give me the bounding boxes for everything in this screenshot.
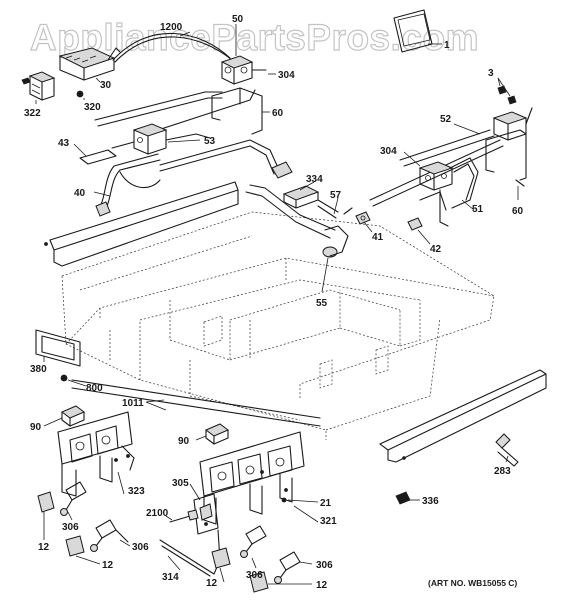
- callout-12-center: 12: [206, 578, 218, 589]
- fitting-43: [79, 149, 117, 165]
- valve-306-left-bottom: [90, 519, 129, 552]
- valve-304-left: [220, 55, 267, 85]
- rail-left: [44, 181, 239, 267]
- gas-line-53: [159, 139, 293, 179]
- pin-283: [495, 433, 519, 467]
- callout-304-right: 304: [380, 146, 397, 157]
- callout-90-center: 90: [178, 436, 190, 447]
- callout-51: 51: [472, 204, 484, 215]
- knob-12-left-bottom: [65, 535, 85, 557]
- valve-306-right: [274, 551, 301, 584]
- callout-55: 55: [316, 298, 328, 309]
- callout-60-left: 60: [272, 108, 284, 119]
- screw-320: [76, 90, 84, 98]
- callout-305: 305: [172, 478, 189, 489]
- gas-line-40: [95, 153, 161, 217]
- knob-12-center: [211, 547, 231, 569]
- callout-30: 30: [100, 80, 112, 91]
- callout-306-center: 306: [246, 570, 263, 581]
- callout-306-left: 306: [62, 522, 79, 533]
- leader-lines: [35, 24, 519, 585]
- knob-12-right: [249, 571, 269, 593]
- bracket-60-left: [211, 87, 263, 135]
- plate-380: [35, 329, 81, 367]
- knob-12-left-top: [37, 491, 55, 513]
- callout-306-right: 306: [316, 560, 333, 571]
- callout-323: 323: [128, 486, 145, 497]
- callout-320: 320: [84, 102, 101, 113]
- callout-57: 57: [330, 190, 342, 201]
- screw-800: [60, 374, 68, 382]
- wire-314: [159, 529, 221, 577]
- fitting-41: [355, 211, 371, 225]
- callout-52: 52: [440, 114, 452, 125]
- screw-21: [281, 497, 287, 503]
- transformer-322: [21, 71, 56, 101]
- art-number: (ART NO. WB15055 C): [428, 578, 517, 588]
- callout-334: 334: [306, 174, 323, 185]
- callout-322: 322: [24, 108, 41, 119]
- callout-283: 283: [494, 466, 511, 477]
- callout-12-right: 12: [316, 580, 328, 591]
- callout-304-top: 304: [278, 70, 295, 81]
- callout-336: 336: [422, 496, 439, 507]
- screw-2100: [169, 509, 199, 523]
- callout-12-left-top: 12: [38, 542, 50, 553]
- bracket-60-right: [485, 129, 527, 187]
- callout-321: 321: [320, 516, 337, 527]
- control-rail-left: [71, 379, 321, 427]
- valve-304-right: [418, 161, 454, 191]
- callout-1: 1: [444, 40, 450, 51]
- watermark: AppliancePartsPros.com: [30, 17, 479, 58]
- spark-module-30: [58, 47, 121, 81]
- callout-380: 380: [30, 364, 47, 375]
- callout-21: 21: [320, 498, 332, 509]
- tube-51: [419, 157, 479, 227]
- wire-harness-1200: [112, 32, 233, 63]
- callout-306-left-bottom: 306: [132, 542, 149, 553]
- clip-90-left: [61, 405, 85, 427]
- valve-cluster-left: [57, 411, 135, 497]
- clip-90-center: [205, 423, 229, 445]
- callout-41: 41: [372, 232, 384, 243]
- callout-43: 43: [58, 138, 70, 149]
- callout-1200: 1200: [160, 22, 183, 33]
- valve-assembly-left: [111, 123, 211, 155]
- callout-2100: 2100: [146, 508, 169, 519]
- callout-labels: 1200 50 1 304 322 30 320 60 3 52 43 53 3…: [24, 14, 524, 591]
- callout-90-left: 90: [30, 422, 42, 433]
- callout-60-right: 60: [512, 206, 524, 217]
- callout-1011: 1011: [122, 398, 144, 409]
- screws-3: [497, 85, 517, 105]
- clip-336: [395, 491, 411, 505]
- valve-306-left-top: [60, 481, 87, 516]
- manifold-tube-upper: [94, 89, 256, 131]
- burner-box: [61, 211, 495, 440]
- callout-314: 314: [162, 572, 179, 583]
- callout-42: 42: [430, 244, 442, 255]
- valve-305: [193, 493, 219, 535]
- manifold-pipe-55-57: [245, 184, 353, 258]
- callout-3: 3: [488, 68, 494, 79]
- callout-53: 53: [204, 136, 216, 147]
- callout-50: 50: [232, 14, 244, 25]
- rail-right: [379, 369, 547, 463]
- fitting-42: [407, 217, 423, 231]
- callout-40: 40: [74, 188, 86, 199]
- callout-12-left-bottom: 12: [102, 560, 114, 571]
- valve-306-center: [240, 525, 267, 558]
- callout-800: 800: [86, 383, 103, 394]
